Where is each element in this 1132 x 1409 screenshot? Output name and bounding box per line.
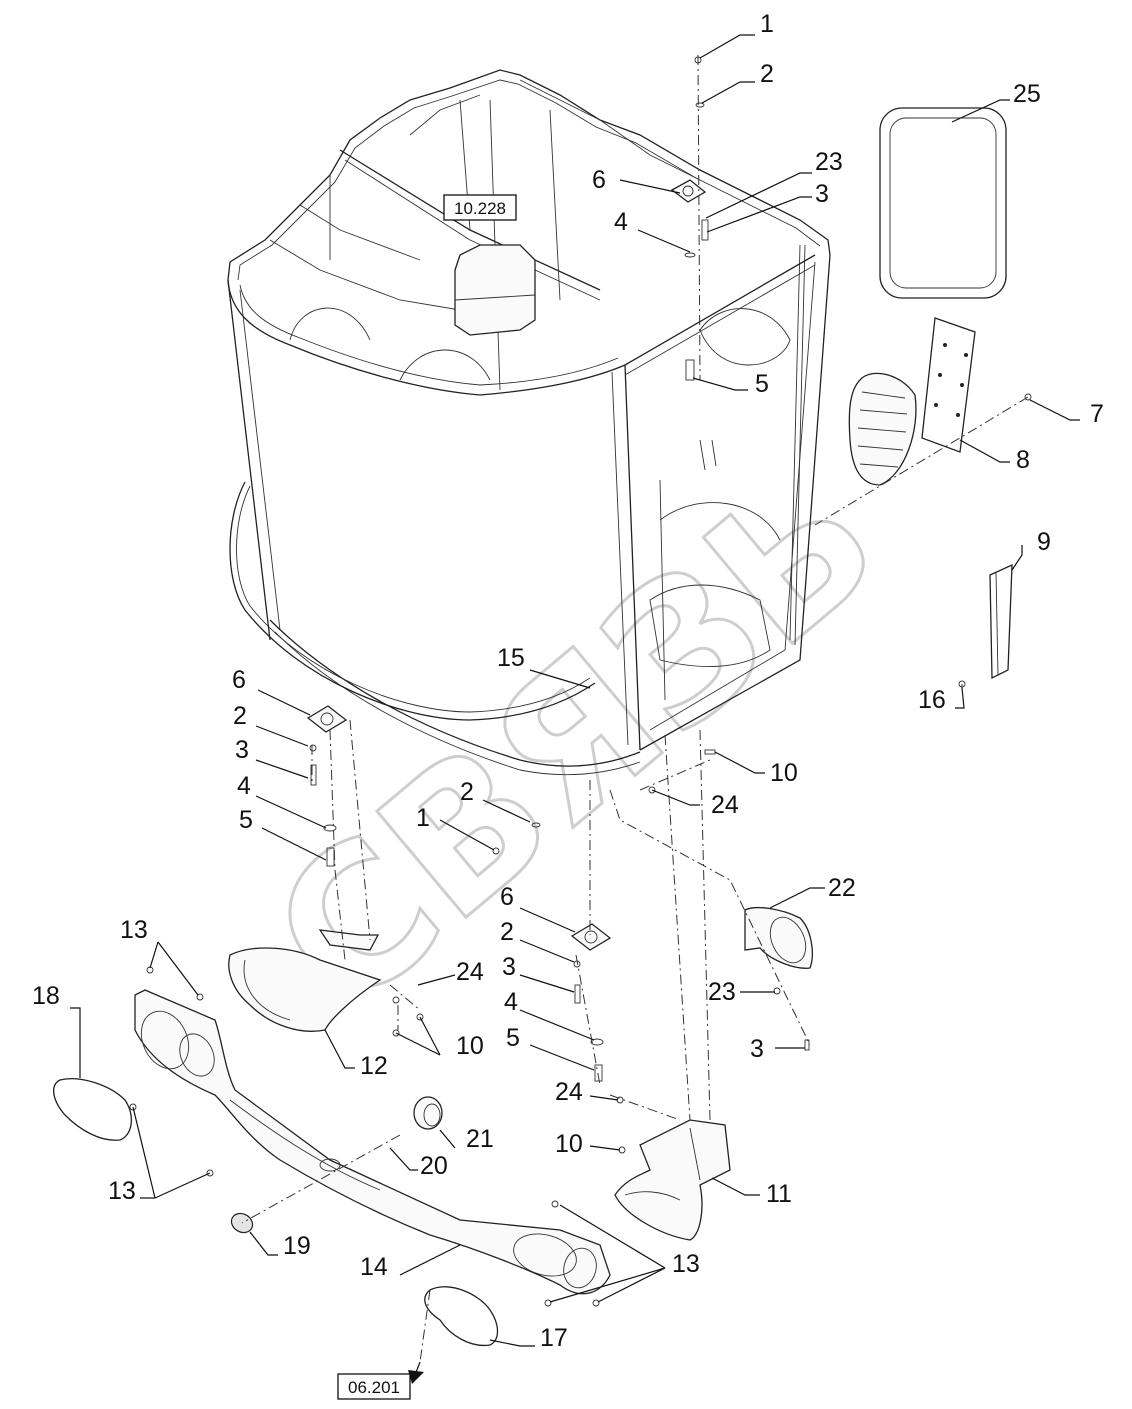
callout-6: 6 bbox=[500, 883, 514, 911]
cab-frame bbox=[227, 69, 831, 776]
front-panel-14 bbox=[134, 989, 611, 1295]
reference-box-10228[interactable]: 10.228 bbox=[443, 194, 517, 221]
callout-23: 23 bbox=[708, 978, 736, 1006]
duct-11 bbox=[614, 1119, 731, 1241]
callout-13: 13 bbox=[120, 916, 148, 944]
callout-3: 3 bbox=[502, 953, 516, 981]
reference-box-06201[interactable]: 06.201 bbox=[337, 1373, 411, 1400]
panel-8 bbox=[921, 317, 976, 453]
callout-25: 25 bbox=[1013, 80, 1041, 108]
callout-5: 5 bbox=[755, 370, 769, 398]
window-seal-25 bbox=[879, 107, 1007, 299]
callout-1: 1 bbox=[416, 804, 430, 832]
callout-5: 5 bbox=[506, 1024, 520, 1052]
callout-12: 12 bbox=[360, 1052, 388, 1080]
callout-10: 10 bbox=[770, 759, 798, 787]
assembly-centerlines bbox=[241, 54, 1029, 1363]
callout-14: 14 bbox=[360, 1253, 388, 1281]
callout-13: 13 bbox=[672, 1250, 700, 1278]
cap-21 bbox=[413, 1096, 443, 1130]
callout-3: 3 bbox=[235, 736, 249, 764]
vent-grille bbox=[848, 372, 917, 486]
callout-8: 8 bbox=[1016, 446, 1030, 474]
callout-7: 7 bbox=[1090, 400, 1104, 428]
callout-15: 15 bbox=[497, 644, 525, 672]
callout-11: 11 bbox=[766, 1180, 792, 1208]
callout-17: 17 bbox=[540, 1324, 568, 1352]
callout-2: 2 bbox=[500, 918, 514, 946]
callout-19: 19 bbox=[283, 1232, 311, 1260]
callout-24: 24 bbox=[555, 1078, 583, 1106]
callout-16: 16 bbox=[918, 686, 946, 714]
callout-2: 2 bbox=[760, 60, 774, 88]
callout-24: 24 bbox=[456, 958, 484, 986]
callout-10: 10 bbox=[555, 1130, 583, 1158]
callout-22: 22 bbox=[828, 874, 856, 902]
callout-9: 9 bbox=[1037, 528, 1051, 556]
watermark-text: СВЯЗЬ bbox=[233, 427, 919, 1053]
leader-lines bbox=[70, 34, 1080, 1347]
lens-17 bbox=[424, 1286, 499, 1347]
callout-2: 2 bbox=[460, 778, 474, 806]
isolator-mounts bbox=[306, 179, 707, 951]
callout-1: 1 bbox=[760, 10, 774, 38]
duct-12 bbox=[228, 929, 382, 1032]
callout-10: 10 bbox=[456, 1032, 484, 1060]
callout-3: 3 bbox=[750, 1035, 764, 1063]
callout-4: 4 bbox=[237, 772, 251, 800]
callout-21: 21 bbox=[466, 1125, 494, 1153]
callout-13: 13 bbox=[108, 1177, 136, 1205]
callout-6: 6 bbox=[592, 166, 606, 194]
bracket-9 bbox=[989, 563, 1013, 680]
reference-label: 10.228 bbox=[454, 199, 506, 218]
callout-4: 4 bbox=[504, 988, 518, 1016]
callout-23: 23 bbox=[815, 148, 843, 176]
callout-4: 4 bbox=[614, 208, 628, 236]
callout-18: 18 bbox=[32, 982, 60, 1010]
callout-5: 5 bbox=[239, 806, 253, 834]
reference-arrow bbox=[408, 1361, 424, 1384]
callout-24: 24 bbox=[711, 791, 739, 819]
callout-2: 2 bbox=[233, 702, 247, 730]
bracket-22 bbox=[744, 907, 813, 969]
callout-3: 3 bbox=[815, 180, 829, 208]
callout-6: 6 bbox=[232, 666, 246, 694]
reference-label: 06.201 bbox=[348, 1378, 400, 1397]
callout-labels: 1 2 25 23 6 3 4 5 7 8 9 16 15 6 2 3 4 5 … bbox=[32, 10, 1104, 1352]
callout-20: 20 bbox=[420, 1152, 448, 1180]
watermark: СВЯЗЬ bbox=[231, 425, 920, 1054]
lens-18 bbox=[53, 1078, 132, 1141]
